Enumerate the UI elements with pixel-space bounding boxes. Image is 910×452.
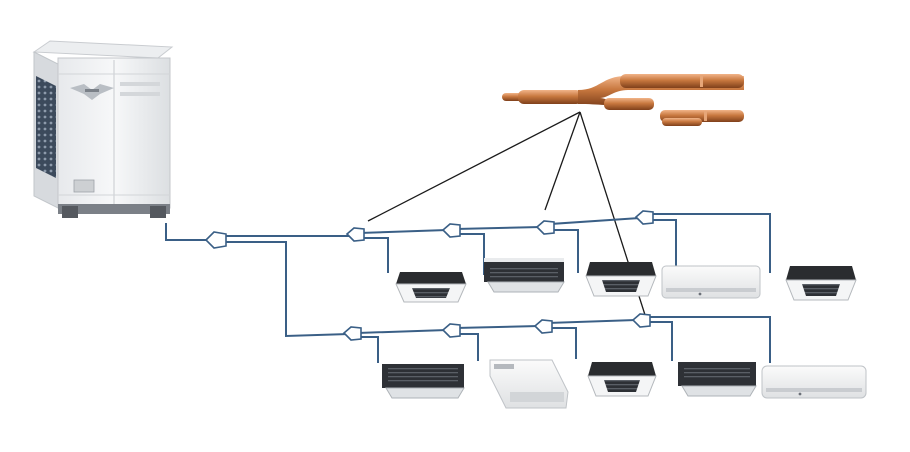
outdoor-unit-image bbox=[32, 40, 174, 218]
branch-joint bbox=[533, 319, 553, 334]
branch-joint bbox=[204, 231, 227, 249]
branch-joints bbox=[204, 210, 654, 341]
branch-joint bbox=[441, 323, 461, 338]
branch-joint bbox=[345, 227, 365, 242]
cassette-unit-icon bbox=[785, 266, 857, 301]
cassette-unit-icon bbox=[395, 272, 467, 303]
copper-branch-pipe-image bbox=[502, 74, 744, 126]
refrigerant-piping bbox=[165, 213, 771, 363]
ducted-unit-icon bbox=[382, 364, 465, 399]
cassette-unit-icon bbox=[585, 262, 657, 297]
branch-joint bbox=[634, 210, 654, 225]
floor-ceiling-unit-icon bbox=[489, 359, 569, 409]
ducted-unit-icon bbox=[484, 258, 565, 293]
wall-mounted-unit-icon bbox=[761, 365, 867, 399]
wall-mounted-unit-icon bbox=[661, 265, 761, 299]
branch-joint bbox=[342, 326, 362, 341]
ducted-unit-icon bbox=[678, 362, 757, 397]
cassette-unit-icon bbox=[587, 362, 657, 397]
branch-joint bbox=[631, 313, 651, 328]
branch-joint bbox=[441, 223, 461, 238]
branch-joint bbox=[535, 220, 555, 235]
